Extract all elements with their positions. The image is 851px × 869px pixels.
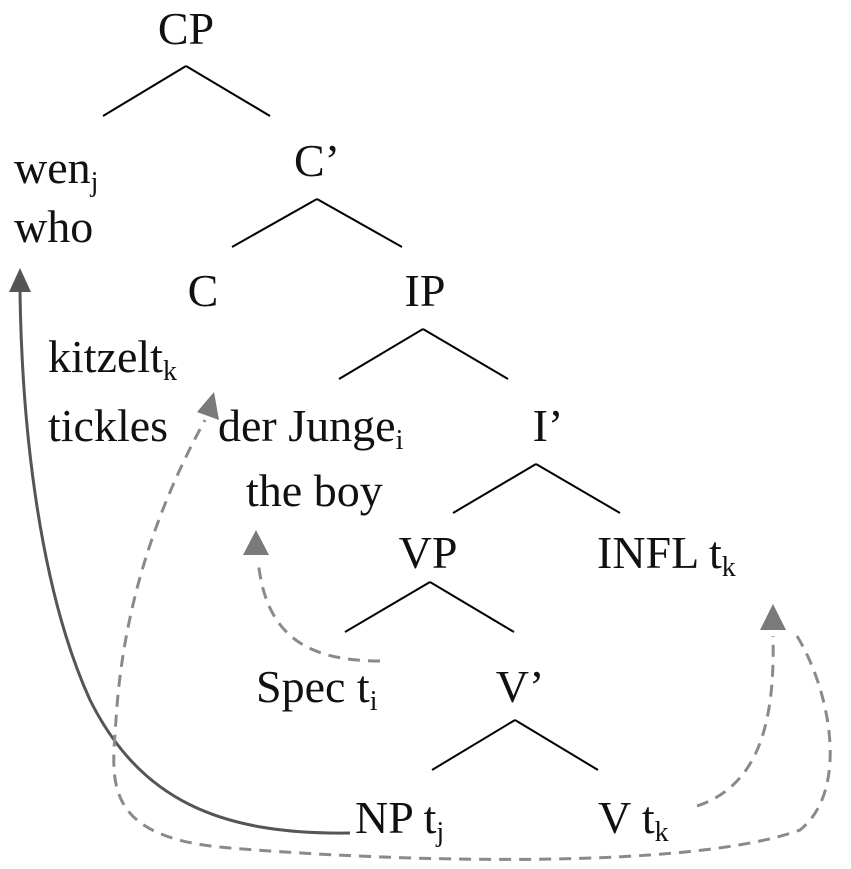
node-wen: wenj xyxy=(14,142,98,198)
arrow-np-to-wen xyxy=(18,291,351,835)
node-spec-word: Spec t xyxy=(256,661,370,712)
branch-cbar-right xyxy=(316,198,403,248)
branch-vbar-right xyxy=(514,719,599,771)
node-the-boy: the boy xyxy=(246,465,383,516)
node-spec-index: i xyxy=(370,686,378,717)
node-infl-word: INFL t xyxy=(597,527,722,578)
node-wen-word: wen xyxy=(14,142,91,193)
branch-vp-left xyxy=(344,581,431,633)
node-np: NP tj xyxy=(355,792,444,848)
arrow-v-to-infl xyxy=(696,635,775,808)
node-infl: INFL tk xyxy=(597,527,736,583)
arrow-infl-to-kitzelt xyxy=(112,419,832,861)
branch-ip-right xyxy=(422,328,509,380)
node-v: V tk xyxy=(598,792,669,848)
branch-vp-right xyxy=(429,581,515,633)
node-ip: IP xyxy=(405,265,446,316)
branch-ip-left xyxy=(338,328,424,380)
node-cp: CP xyxy=(158,3,214,54)
branch-cp-right xyxy=(185,65,271,117)
branch-cbar-left xyxy=(231,198,318,248)
node-who: who xyxy=(14,201,93,252)
node-vp: VP xyxy=(399,527,458,578)
node-infl-index: k xyxy=(722,552,736,583)
node-der-junge-word: der Junge xyxy=(218,400,396,451)
arrow-head-kitzelt xyxy=(197,392,219,420)
tree-nodes: CP wenj who C’ C kitzeltk tickles IP der… xyxy=(14,3,736,848)
node-c-bar: C’ xyxy=(294,135,340,186)
node-c: C xyxy=(188,265,219,316)
node-der-junge: der Jungei xyxy=(218,400,404,456)
movement-arrows xyxy=(9,268,832,861)
node-np-word: NP t xyxy=(355,792,437,843)
branch-ibar-left xyxy=(452,463,537,514)
arrow-head-wen xyxy=(9,268,31,292)
node-v-word: V t xyxy=(598,792,655,843)
node-kitzelt-word: kitzelt xyxy=(48,331,163,382)
branch-cp-left xyxy=(102,65,187,117)
branch-vbar-left xyxy=(431,719,516,771)
node-np-index: j xyxy=(435,817,444,848)
node-tickles: tickles xyxy=(48,400,168,451)
node-spec: Spec ti xyxy=(256,661,378,717)
arrow-spec-to-der-junge xyxy=(256,559,381,663)
node-v-bar: V’ xyxy=(496,661,545,712)
node-v-index: k xyxy=(655,817,669,848)
tree-branches xyxy=(102,65,621,771)
node-wen-index: j xyxy=(90,167,99,198)
node-kitzelt: kitzeltk xyxy=(48,331,177,387)
node-i-bar: I’ xyxy=(533,400,564,451)
node-der-junge-index: i xyxy=(396,425,404,456)
branch-ibar-right xyxy=(535,463,621,514)
arrow-head-infl xyxy=(760,604,786,630)
arrow-head-der-junge xyxy=(243,530,269,555)
node-kitzelt-index: k xyxy=(163,356,177,387)
